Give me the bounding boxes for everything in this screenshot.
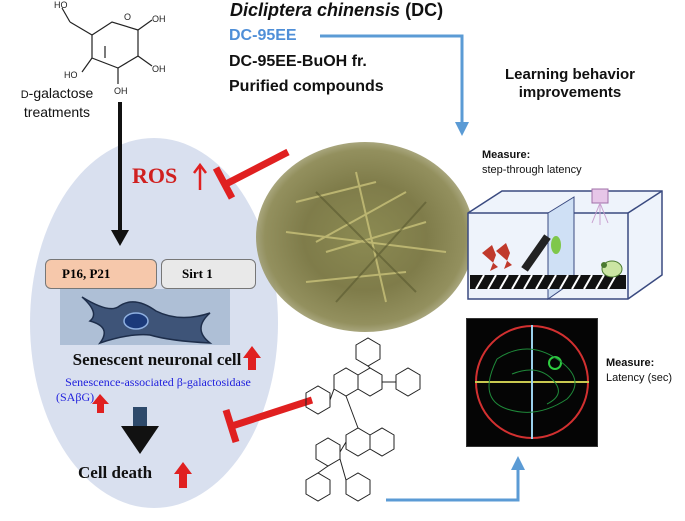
- svg-text:OH: OH: [152, 14, 166, 24]
- compounds-arrowhead: [511, 456, 525, 470]
- ros-label: ROS: [132, 163, 177, 189]
- svg-text:OH: OH: [114, 86, 128, 96]
- sabg-line-2: (SAβG): [56, 390, 94, 405]
- extract-buoh: DC-95EE-BuOH fr.: [229, 53, 367, 71]
- galactose-rest: -galactose: [29, 85, 94, 101]
- galactose-prefix: D: [21, 89, 29, 101]
- sirt-marker-box: Sirt 1: [161, 259, 256, 289]
- measure2-detail: Latency (sec): [606, 371, 672, 386]
- svg-text:HO: HO: [54, 0, 68, 10]
- plant-abbrev: (DC): [405, 0, 443, 20]
- galactose-label: D-galactose treatments: [2, 85, 112, 121]
- measure-step-through: Measure: step-through latency: [482, 148, 582, 178]
- learning-line-1: Learning behavior: [470, 66, 670, 84]
- celldeath-up-arrow-icon: [174, 462, 192, 488]
- passive-avoidance-apparatus-icon: [462, 183, 672, 303]
- water-maze-track-icon: [466, 318, 598, 447]
- herb-texture: [256, 142, 474, 332]
- sabg-up-arrow-icon: [92, 394, 109, 413]
- plant-title: Dicliptera chinensis (DC): [230, 0, 443, 21]
- svg-text:HO: HO: [64, 70, 78, 80]
- learning-behavior-label: Learning behavior improvements: [470, 66, 670, 102]
- extract-purified: Purified compounds: [229, 78, 384, 96]
- svg-text:O: O: [124, 12, 131, 22]
- measure-latency: Measure: Latency (sec): [606, 356, 672, 386]
- extract-dc95ee: DC-95EE: [229, 27, 297, 45]
- galactose-line-2: treatments: [2, 104, 112, 121]
- measure1-detail: step-through latency: [482, 163, 582, 178]
- glucose-atom-labels: HO O OH OH OH HO: [54, 0, 166, 96]
- flavonoid-structure-icon: [286, 335, 466, 515]
- cell-death-label: Cell death: [78, 463, 152, 483]
- p16-marker-box: P16, P21: [45, 259, 157, 289]
- p16-label: P16, P21: [62, 266, 110, 282]
- death-down-arrow: [121, 407, 159, 454]
- measure2-title: Measure:: [606, 357, 654, 369]
- sirt-label: Sirt 1: [182, 266, 213, 282]
- ros-up-arrow-icon: [194, 165, 206, 190]
- extract-arrowhead: [455, 122, 469, 136]
- sabg-line-1: Senescence-associated β-galactosidase: [38, 375, 278, 390]
- plant-name: Dicliptera chinensis: [230, 0, 400, 20]
- neuron-cell-icon: [60, 289, 230, 345]
- learning-line-2: improvements: [470, 84, 670, 102]
- senescent-label: Senescent neuronal cell: [38, 350, 276, 370]
- measure1-title: Measure:: [482, 149, 530, 161]
- galactose-down-arrow: [111, 102, 129, 246]
- svg-text:OH: OH: [152, 64, 166, 74]
